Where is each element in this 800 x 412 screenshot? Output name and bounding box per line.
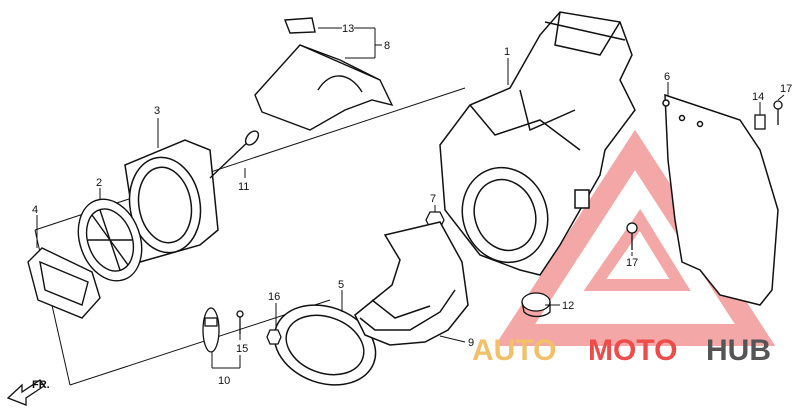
label-5: 5 xyxy=(338,279,344,291)
part-1-airbox xyxy=(439,11,636,276)
part-2-cage xyxy=(77,198,143,282)
label-10: 10 xyxy=(218,375,230,387)
part-labels: 13 8 1 6 14 17 7 17 12 3 11 2 4 5 9 16 1… xyxy=(32,23,792,387)
front-direction-arrow: FR. xyxy=(6,379,50,406)
part-8-cover xyxy=(254,17,394,131)
label-1: 1 xyxy=(504,46,510,58)
label-3: 3 xyxy=(154,105,160,117)
part-11-bolt xyxy=(209,130,260,179)
label-11: 11 xyxy=(238,181,249,193)
label-8: 8 xyxy=(384,40,390,52)
label-16: 16 xyxy=(268,291,280,303)
part-9-duct xyxy=(354,221,469,346)
label-9: 9 xyxy=(468,337,474,349)
label-6: 6 xyxy=(664,71,670,83)
watermark-moto: MOTO xyxy=(588,334,677,367)
label-15: 15 xyxy=(236,343,248,355)
part-6-side-plate xyxy=(662,93,779,306)
part-4-frame xyxy=(27,247,101,319)
label-13: 13 xyxy=(342,23,354,35)
part-5-gasket xyxy=(273,304,377,386)
label-17-mid: 17 xyxy=(626,257,638,269)
direction-label: FR. xyxy=(32,379,50,391)
part-14-17-bolts xyxy=(626,100,783,250)
leader-lines xyxy=(36,27,785,369)
label-2: 2 xyxy=(96,177,102,189)
watermark-auto: AUTO xyxy=(472,334,556,367)
label-7: 7 xyxy=(430,193,436,205)
label-14: 14 xyxy=(752,91,764,103)
watermark-text: AUTO MOTO HUB xyxy=(472,334,771,367)
watermark-hub: HUB xyxy=(706,334,771,367)
part-3-filter xyxy=(124,139,219,263)
label-4: 4 xyxy=(32,204,38,216)
part-10-15-16 xyxy=(202,307,282,353)
label-17-top: 17 xyxy=(780,83,792,95)
label-12: 12 xyxy=(562,300,574,312)
